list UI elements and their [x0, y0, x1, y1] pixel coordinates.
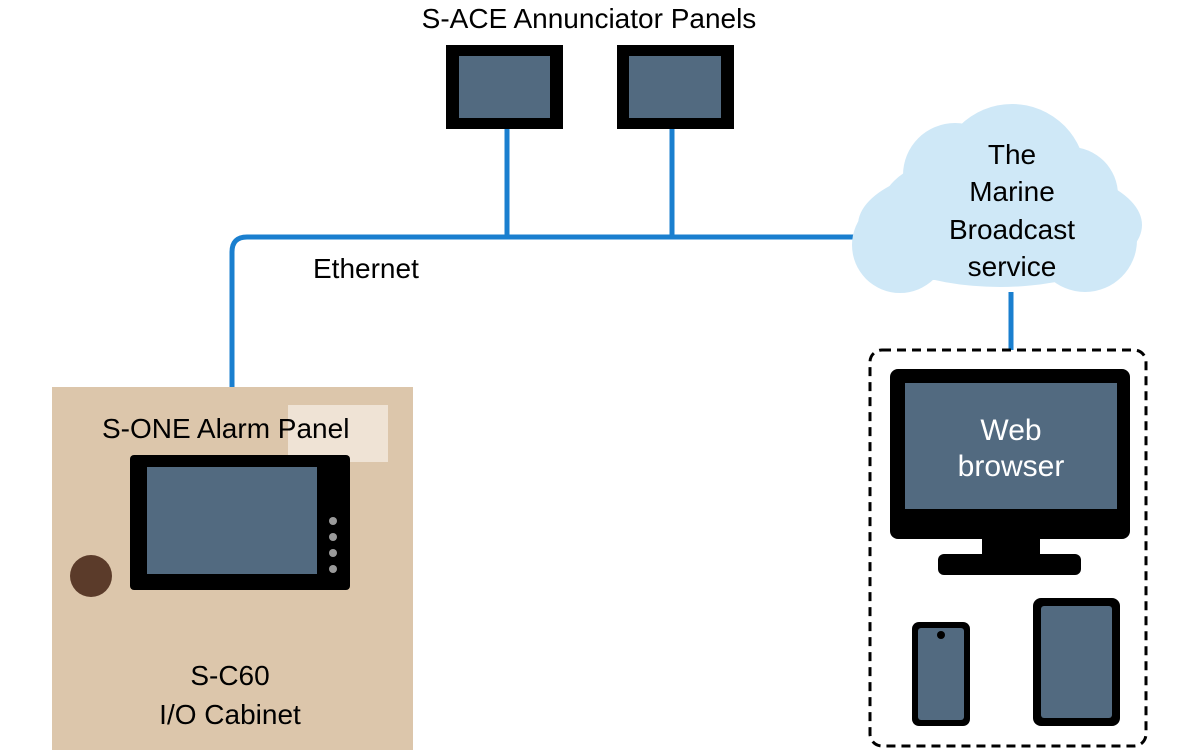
annunciator-1-screen	[459, 56, 550, 118]
cloud-label-line-4: service	[968, 251, 1057, 282]
alarm-panel-title: S-ONE Alarm Panel	[102, 413, 349, 444]
cabinet-knob	[70, 555, 112, 597]
alarm-panel-screen	[147, 467, 317, 574]
annunciator-panel-2	[617, 45, 734, 129]
cloud-label-line-2: Marine	[969, 176, 1055, 207]
alarm-panel-label-background	[288, 405, 388, 462]
tablet-screen	[1041, 606, 1112, 718]
alarm-panel-button-1	[329, 517, 337, 525]
cloud-label: The Marine Broadcast service	[949, 139, 1075, 282]
web-browser-label-line-1: Web	[980, 414, 1041, 447]
phone-camera	[937, 631, 945, 639]
desktop-monitor: Web browser	[890, 369, 1130, 575]
alarm-panel-buttons	[329, 517, 337, 573]
cloud-shape	[852, 104, 1142, 293]
alarm-panel-button-3	[329, 549, 337, 557]
ethernet-network	[229, 128, 1014, 387]
alarm-panel-button-2	[329, 533, 337, 541]
tablet	[1033, 598, 1120, 726]
alarm-panel-button-4	[329, 565, 337, 573]
client-devices-group: Web browser	[868, 348, 1148, 748]
monitor-screen	[905, 383, 1117, 509]
monitor-stand	[938, 554, 1081, 575]
smartphone	[912, 622, 970, 726]
io-cabinet: S-ONE Alarm Panel S-C60 I/O Cabinet	[52, 387, 413, 750]
cabinet-label-line-2: I/O Cabinet	[159, 699, 301, 730]
cloud-label-line-3: Broadcast	[949, 214, 1075, 245]
annunciator-panel-1	[446, 45, 563, 129]
web-browser-label-line-2: browser	[958, 450, 1065, 483]
phone-screen	[918, 628, 964, 720]
cabinet-label-line-1: S-C60	[190, 660, 269, 691]
devices-dashed-border	[868, 348, 1148, 748]
annunciator-title: S-ACE Annunciator Panels	[422, 3, 757, 34]
cloud-label-line-1: The	[988, 139, 1036, 170]
ethernet-trunk-line	[229, 234, 870, 387]
ethernet-label: Ethernet	[313, 253, 419, 284]
annunciator-2-screen	[629, 56, 721, 118]
monitor-neck	[982, 536, 1040, 558]
